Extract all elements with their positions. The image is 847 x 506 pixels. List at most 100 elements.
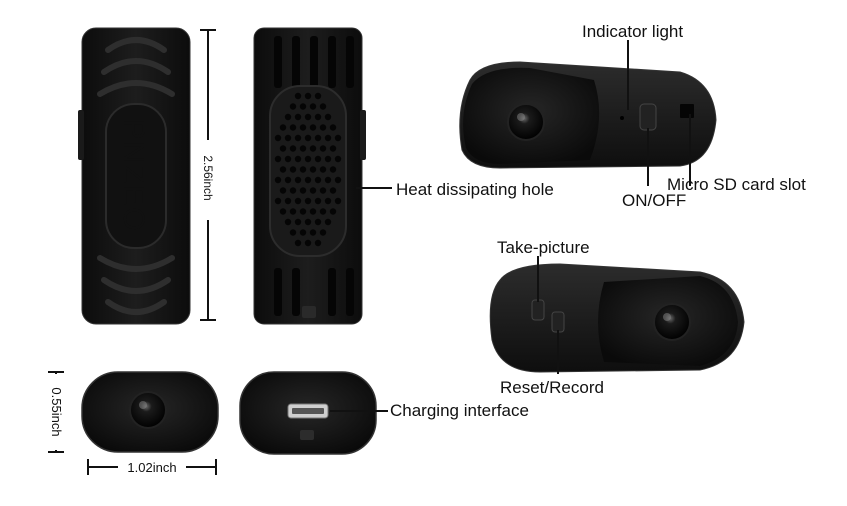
heat-hole [304, 197, 312, 205]
heat-hole [294, 197, 302, 205]
heat-hole [309, 166, 317, 173]
heat-hole [304, 239, 312, 247]
heat-hole [319, 187, 327, 194]
heat-hole [289, 166, 297, 173]
heat-hole [304, 218, 312, 226]
heat-hole [334, 155, 342, 163]
heat-hole [279, 187, 287, 194]
heat-hole [279, 166, 287, 173]
heat-hole [294, 218, 302, 226]
height-label: 2.56inch [201, 155, 215, 200]
heat-hole [274, 155, 282, 163]
heat-hole [304, 176, 312, 184]
heat-hole [334, 197, 342, 205]
heat-hole [309, 145, 317, 152]
heat-hole [289, 208, 297, 215]
on-off-label: ON/OFF [622, 191, 686, 210]
heat-hole [299, 103, 307, 110]
heat-hole [304, 92, 312, 100]
heat-hole [294, 134, 302, 142]
heat-hole [274, 134, 282, 142]
heat-hole [324, 197, 332, 205]
heat-hole [294, 113, 302, 121]
heat-hole [289, 124, 297, 131]
heat-hole [314, 155, 322, 163]
heat-hole [309, 124, 317, 131]
heat-hole [329, 145, 337, 152]
heat-hole [314, 239, 322, 247]
side-view-camera-top [459, 61, 717, 169]
brand-logo: PNZEO [117, 119, 150, 232]
lens-end-view [81, 371, 219, 453]
heat-hole [274, 197, 282, 205]
heat-hole [319, 208, 327, 215]
heat-hole [289, 187, 297, 194]
charging-interface-label: Charging interface [390, 401, 529, 420]
heat-hole-label: Heat dissipating hole [396, 180, 554, 199]
top-vent-slots [274, 36, 354, 88]
heat-hole [279, 124, 287, 131]
heat-hole [299, 187, 307, 194]
heat-hole [329, 166, 337, 173]
heat-hole [294, 176, 302, 184]
bottom-vent-slots [274, 268, 354, 318]
heat-hole [324, 176, 332, 184]
heat-hole [284, 197, 292, 205]
heat-hole [324, 218, 332, 226]
heat-hole [294, 92, 302, 100]
heat-hole [319, 145, 327, 152]
heat-hole [299, 145, 307, 152]
heat-hole [314, 197, 322, 205]
heat-hole [314, 113, 322, 121]
heat-hole [284, 176, 292, 184]
heat-hole [284, 218, 292, 226]
heat-hole [314, 218, 322, 226]
width-label: 1.02inch [127, 460, 176, 475]
heat-hole [314, 92, 322, 100]
heat-hole [334, 176, 342, 184]
side-view-camera-bottom [489, 263, 745, 373]
indicator-light-label: Indicator light [582, 22, 683, 41]
heat-hole [284, 113, 292, 121]
heat-hole [289, 145, 297, 152]
front-grip-ridges [97, 37, 175, 315]
heat-hole [329, 208, 337, 215]
heat-hole [314, 134, 322, 142]
heat-hole [289, 229, 297, 236]
heat-hole [289, 103, 297, 110]
heat-hole [309, 103, 317, 110]
reset-record-label: Reset/Record [500, 378, 604, 397]
heat-hole [309, 187, 317, 194]
heat-hole [319, 229, 327, 236]
heat-hole [284, 134, 292, 142]
heat-hole [304, 134, 312, 142]
take-picture-label: Take-picture [497, 238, 590, 257]
heat-hole [324, 134, 332, 142]
heat-hole [279, 208, 287, 215]
heat-hole [334, 134, 342, 142]
heat-hole [324, 113, 332, 121]
heat-hole [314, 176, 322, 184]
heat-hole [309, 208, 317, 215]
heat-hole [284, 155, 292, 163]
heat-hole [294, 155, 302, 163]
heat-hole [309, 229, 317, 236]
heat-hole [324, 155, 332, 163]
heat-hole [304, 113, 312, 121]
heat-hole [304, 155, 312, 163]
heat-hole [299, 124, 307, 131]
micro-sd-label: Micro SD card slot [667, 175, 806, 194]
charging-end-view [239, 371, 377, 455]
heat-hole [319, 103, 327, 110]
back-view-camera [253, 27, 366, 325]
heat-hole [319, 166, 327, 173]
heat-holes-grid [274, 92, 342, 247]
heat-hole [294, 239, 302, 247]
heat-hole [329, 124, 337, 131]
depth-label: 0.55inch [49, 387, 64, 436]
heat-hole [329, 187, 337, 194]
heat-hole [299, 166, 307, 173]
heat-hole [299, 208, 307, 215]
front-view-camera: PNZEO [78, 27, 191, 325]
